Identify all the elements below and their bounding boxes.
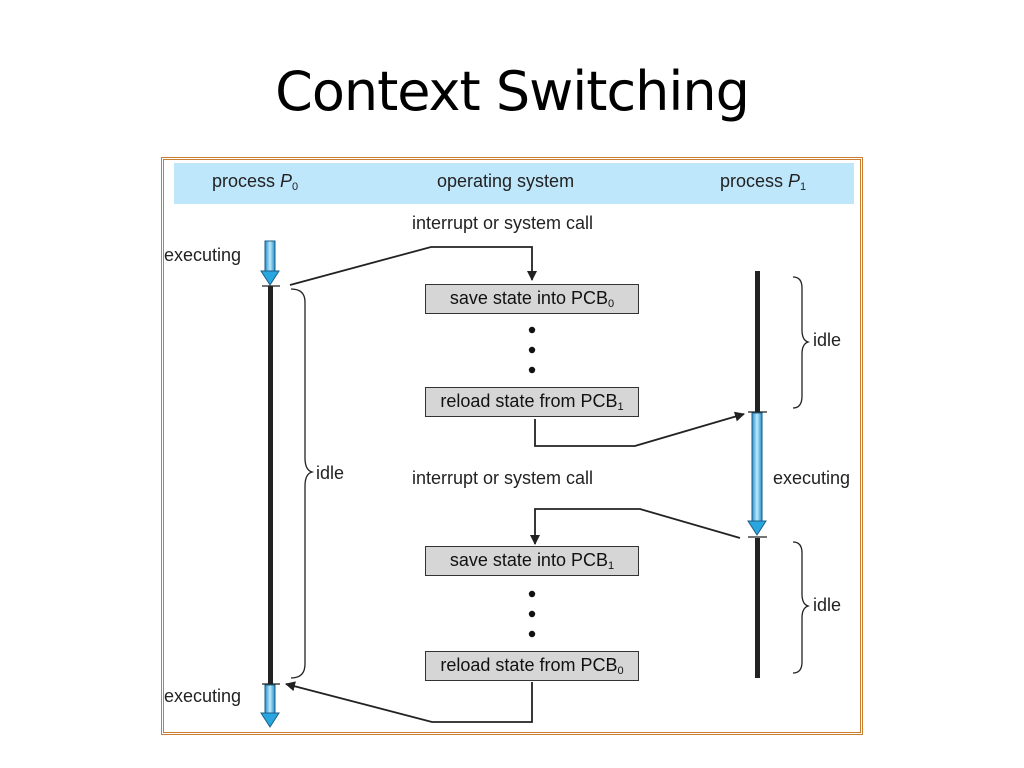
label-executing-p1: executing bbox=[773, 468, 851, 488]
label-interrupt-1: interrupt or system call bbox=[412, 213, 594, 233]
label-idle-p0: idle bbox=[316, 463, 345, 483]
p1-idle-brace-bottom bbox=[792, 541, 811, 674]
flow-p0-to-os bbox=[289, 246, 537, 286]
ellipsis-dots-top bbox=[528, 326, 536, 374]
label-executing-p0-top: executing bbox=[164, 245, 242, 265]
p1-idle-brace-top bbox=[792, 276, 811, 409]
p1-exec-arrow bbox=[747, 412, 767, 536]
box-save-state-pcb0: save state into PCB0 bbox=[425, 284, 639, 314]
box-save-state-pcb1: save state into PCB1 bbox=[425, 546, 639, 576]
flow-os-to-p0 bbox=[285, 681, 533, 723]
header-process-p1: process P1 bbox=[720, 171, 807, 193]
p0-exec-arrow-top bbox=[260, 240, 280, 286]
diagram-frame bbox=[161, 157, 863, 735]
label-idle-p1-top: idle bbox=[813, 330, 842, 350]
p1-idle-bar-top bbox=[755, 271, 760, 412]
header-operating-system: operating system bbox=[437, 171, 575, 191]
p0-exec-arrow-bottom bbox=[260, 684, 280, 728]
label-interrupt-2: interrupt or system call bbox=[412, 468, 594, 488]
box-reload-state-pcb1: reload state from PCB1 bbox=[425, 387, 639, 417]
flow-p1-to-os bbox=[530, 508, 741, 545]
label-idle-p1-bottom: idle bbox=[813, 595, 842, 615]
header-process-p0: process P0 bbox=[212, 171, 299, 193]
header-band bbox=[174, 163, 854, 204]
ellipsis-dots-bottom bbox=[528, 590, 536, 638]
label-executing-p0-bottom: executing bbox=[164, 686, 242, 706]
p0-idle-brace bbox=[290, 288, 315, 679]
slide-title: Context Switching bbox=[275, 60, 750, 123]
flow-os-to-p1 bbox=[534, 411, 745, 447]
p0-idle-bar bbox=[268, 286, 273, 684]
p1-idle-bar-bottom bbox=[755, 538, 760, 678]
box-reload-state-pcb0: reload state from PCB0 bbox=[425, 651, 639, 681]
